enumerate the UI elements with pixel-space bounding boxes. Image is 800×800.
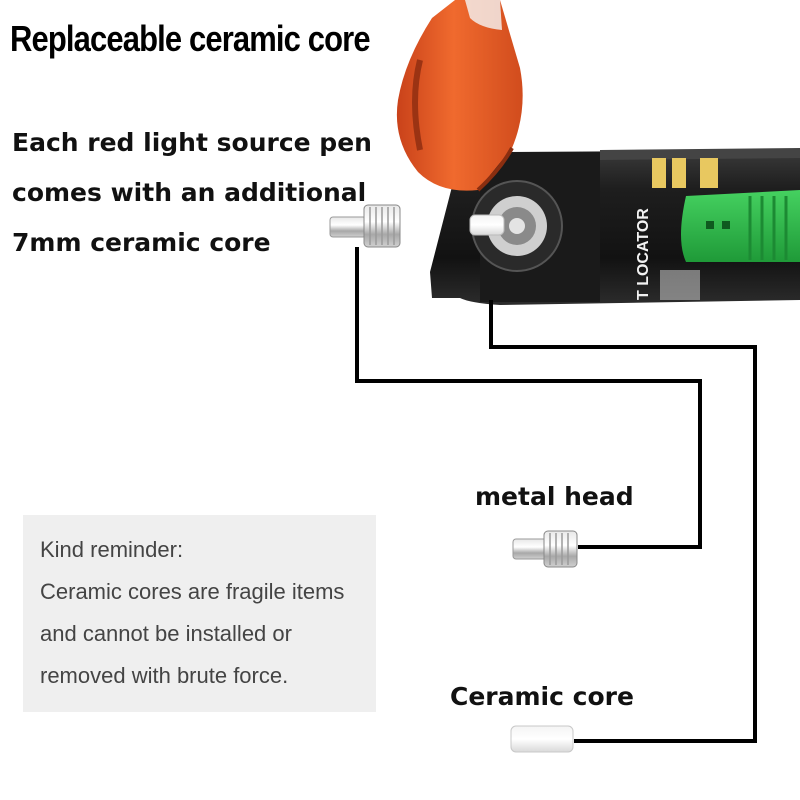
reminder-line-2: and cannot be installed or	[40, 621, 292, 646]
connector-line-metal-head	[355, 247, 702, 549]
intro-line-2: comes with an additional	[12, 178, 367, 207]
metal-head-label: metal head	[475, 482, 634, 511]
ceramic-core-part	[510, 725, 574, 753]
reminder-box: Kind reminder: Ceramic cores are fragile…	[23, 515, 376, 712]
installed-ceramic-core	[469, 214, 505, 236]
pen-clip	[681, 190, 800, 262]
metal-head-part	[512, 530, 578, 568]
reminder-line-1: Ceramic cores are fragile items	[40, 579, 345, 604]
pen-body: T LOCATOR	[430, 148, 800, 305]
pen-label-text: T LOCATOR	[635, 208, 652, 300]
reminder-line-3: removed with brute force.	[40, 663, 289, 688]
ceramic-core-label: Ceramic core	[450, 682, 634, 711]
pen-cap	[396, 0, 523, 192]
intro-text: Each red light source pen comes with an …	[12, 118, 372, 268]
intro-line-3: 7mm ceramic core	[12, 228, 271, 257]
connector-line-ceramic-core	[489, 300, 757, 743]
spare-metal-head-top	[329, 204, 401, 248]
page-title: Replaceable ceramic core	[10, 18, 371, 59]
intro-line-1: Each red light source pen	[12, 128, 372, 157]
reminder-heading: Kind reminder:	[40, 537, 184, 562]
